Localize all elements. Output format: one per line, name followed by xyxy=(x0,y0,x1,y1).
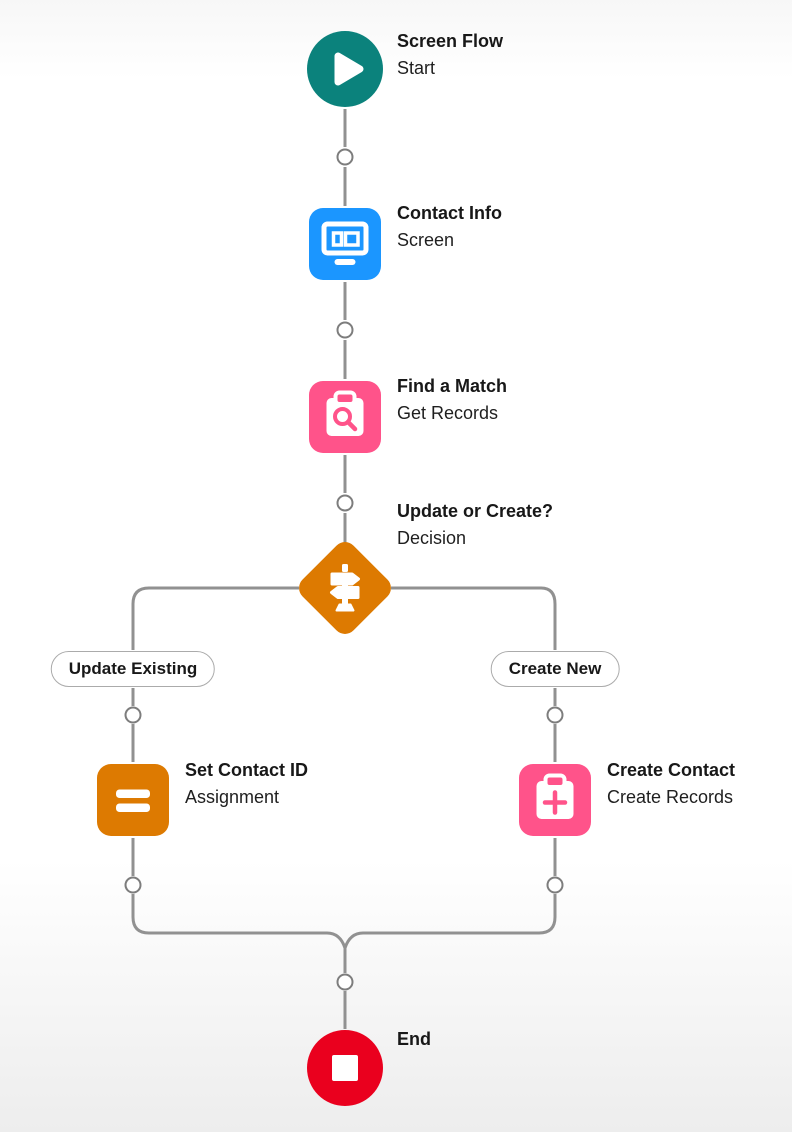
node-assignment[interactable] xyxy=(97,764,169,836)
insert-node-button[interactable] xyxy=(124,876,142,894)
node-start-label: Screen Flow Start xyxy=(397,28,503,82)
equals-icon xyxy=(97,764,169,836)
node-subtitle: Create Records xyxy=(607,787,734,807)
node-subtitle: Assignment xyxy=(185,787,280,807)
node-title: End xyxy=(397,1029,431,1049)
clipboard-search-icon xyxy=(309,381,381,453)
clipboard-add-icon xyxy=(519,764,591,836)
branch-label-update-existing[interactable]: Update Existing xyxy=(50,651,216,687)
screen-icon xyxy=(309,208,381,280)
node-screen-label: Contact Info Screen xyxy=(397,200,502,254)
node-subtitle: Decision xyxy=(397,528,467,548)
connector-branch-left xyxy=(131,586,299,650)
insert-node-button[interactable] xyxy=(546,706,564,724)
insert-node-button[interactable] xyxy=(124,706,142,724)
branch-label-create-new[interactable]: Create New xyxy=(490,651,620,687)
node-subtitle: Start xyxy=(397,58,436,78)
connector-merge-left xyxy=(131,894,347,949)
node-create-records-label: Create Contact Create Records xyxy=(607,757,735,811)
insert-node-button[interactable] xyxy=(336,494,354,512)
stop-icon xyxy=(307,1030,383,1106)
node-end[interactable] xyxy=(307,1030,383,1106)
play-icon xyxy=(307,31,383,107)
node-title: Find a Match xyxy=(397,376,508,396)
node-get-records[interactable] xyxy=(309,381,381,453)
node-subtitle: Get Records xyxy=(397,403,499,423)
connector-branch-right xyxy=(391,586,557,650)
node-subtitle: Screen xyxy=(397,230,455,250)
node-decision-label: Update or Create? Decision xyxy=(397,498,553,552)
node-get-records-label: Find a Match Get Records xyxy=(397,373,507,427)
insert-node-button[interactable] xyxy=(336,321,354,339)
node-start[interactable] xyxy=(307,31,383,107)
connector-merge-right xyxy=(343,894,557,949)
node-title: Update or Create? xyxy=(397,501,554,521)
node-title: Set Contact ID xyxy=(185,760,309,780)
signpost-icon xyxy=(294,537,396,639)
insert-node-button[interactable] xyxy=(336,973,354,991)
node-assignment-label: Set Contact ID Assignment xyxy=(185,757,308,811)
node-title: Create Contact xyxy=(607,760,736,780)
node-screen[interactable] xyxy=(309,208,381,280)
node-title: Screen Flow xyxy=(397,31,504,51)
node-end-label: End xyxy=(397,1026,431,1053)
insert-node-button[interactable] xyxy=(546,876,564,894)
node-title: Contact Info xyxy=(397,203,502,223)
node-decision[interactable] xyxy=(294,537,396,639)
node-create-records[interactable] xyxy=(519,764,591,836)
insert-node-button[interactable] xyxy=(336,148,354,166)
